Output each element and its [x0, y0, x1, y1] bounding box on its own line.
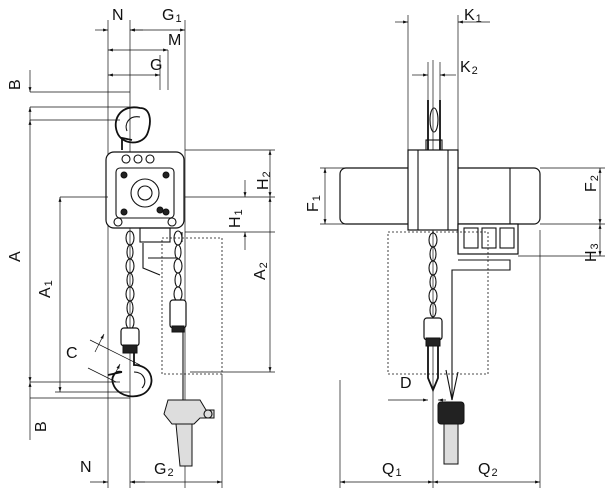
dim-K2: K2 [460, 59, 478, 77]
dim-G: G [150, 57, 162, 74]
load-chain-front [423, 232, 443, 393]
dim-Q1: Q1 [382, 461, 402, 479]
dim-G1: G1 [162, 7, 182, 25]
dim-H3: H3 [583, 243, 601, 262]
dim-H2: H2 [255, 171, 273, 190]
dim-A: A [7, 251, 24, 262]
hoist-body-front [339, 149, 541, 255]
dim-F2: F2 [583, 175, 601, 192]
dim-K1: K1 [464, 7, 482, 25]
dim-M: M [168, 32, 181, 49]
control-pendant [163, 399, 215, 467]
dim-N-bottom: N [80, 459, 92, 476]
dim-A2: A2 [252, 262, 270, 280]
side-view [28, 20, 275, 488]
dim-B-bottom: B [33, 421, 50, 432]
dim-A1: A1 [37, 280, 55, 298]
dim-B-top: B [7, 79, 24, 90]
load-chain-right [169, 230, 187, 333]
front-view [320, 15, 605, 488]
dim-N-top: N [112, 7, 124, 24]
dim-D: D [400, 375, 412, 392]
load-chain-left [120, 230, 140, 354]
top-hook [114, 106, 151, 150]
dimension-labels: N G1 M G B A A1 H2 H1 A2 C B N G2 K1 K2 … [7, 7, 601, 479]
dim-C: C [66, 345, 78, 362]
dim-G2: G2 [154, 461, 174, 479]
dim-F1: F1 [305, 195, 323, 212]
control-pendant-front [437, 401, 465, 465]
dim-Q2: Q2 [478, 461, 498, 479]
top-suspension [425, 100, 443, 153]
dim-H1: H1 [227, 209, 245, 228]
hoist-body-side [105, 151, 185, 243]
